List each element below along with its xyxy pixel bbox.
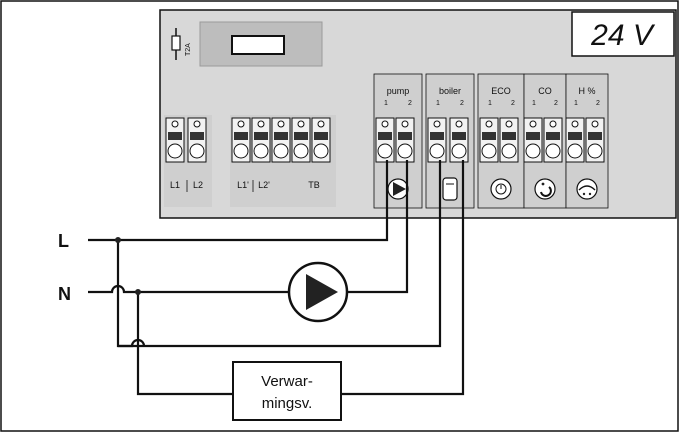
wire-hop [118,338,146,348]
pump-pin-2: 2 [408,100,412,107]
terminal-screw [449,117,469,163]
humidity-label: H % [578,86,595,96]
boiler-symbol-icon [442,177,458,201]
pump-label: pump [387,86,410,96]
wire-live-boiler [116,160,442,348]
terminal-screw [543,117,563,163]
boiler-label: boiler [439,86,461,96]
heater-label-line2: mingsv. [262,395,313,412]
terminal-label-l2-prime: L2' [258,180,270,190]
pump-symbol-icon [387,178,409,200]
terminal-screw [165,117,185,163]
fuse-icon [171,28,181,60]
terminal-screw [395,117,415,163]
eco-clock-icon [490,178,512,200]
terminal-screw [375,117,395,163]
junction-neutral [135,289,141,295]
wire-live [88,160,389,242]
terminal-screw [187,117,207,163]
boiler-pin-1: 1 [436,100,440,107]
terminal-screw [251,117,271,163]
terminal-screw [479,117,499,163]
terminal-label-l2: L2 [193,180,203,190]
co-pin-1: 1 [532,100,536,107]
voltage-box [571,11,675,57]
circulation-pump-icon [287,261,349,323]
humidity-pin-2: 2 [596,100,600,107]
wire-pump-return [346,160,409,294]
terminal-screw [565,117,585,163]
terminal-screw [311,117,331,163]
wiring [88,160,465,396]
eco-pin-2: 2 [511,100,515,107]
terminal-screw [523,117,543,163]
voltage-label: 24 V [590,19,656,52]
terminal-screw [499,117,519,163]
heater-box [232,361,342,421]
neutral-label: N [58,284,71,304]
display-window [231,35,285,55]
terminal-label-l1: L1 [170,180,180,190]
co-pin-2: 2 [554,100,558,107]
humidity-pin-1: 1 [574,100,578,107]
terminal-blocks [165,117,605,163]
junction-live [115,237,121,243]
terminal-screw [585,117,605,163]
boiler-pin-2: 2 [460,100,464,107]
terminal-screw [231,117,251,163]
fuse-label: T2A [185,43,192,56]
live-label: L [58,231,69,251]
terminal-label-l1-prime: L1' [237,180,249,190]
co-gas-icon [534,178,556,200]
humidity-icon [576,178,598,200]
co-label: CO [538,86,552,96]
wire-neutral-boiler [88,160,465,396]
terminal-screw [271,117,291,163]
eco-pin-1: 1 [488,100,492,107]
eco-label: ECO [491,86,511,96]
terminal-label-tb: TB [308,180,320,190]
terminal-screw [427,117,447,163]
heater-label-line1: Verwar- [261,373,313,390]
pump-pin-1: 1 [384,100,388,107]
terminal-screw [291,117,311,163]
